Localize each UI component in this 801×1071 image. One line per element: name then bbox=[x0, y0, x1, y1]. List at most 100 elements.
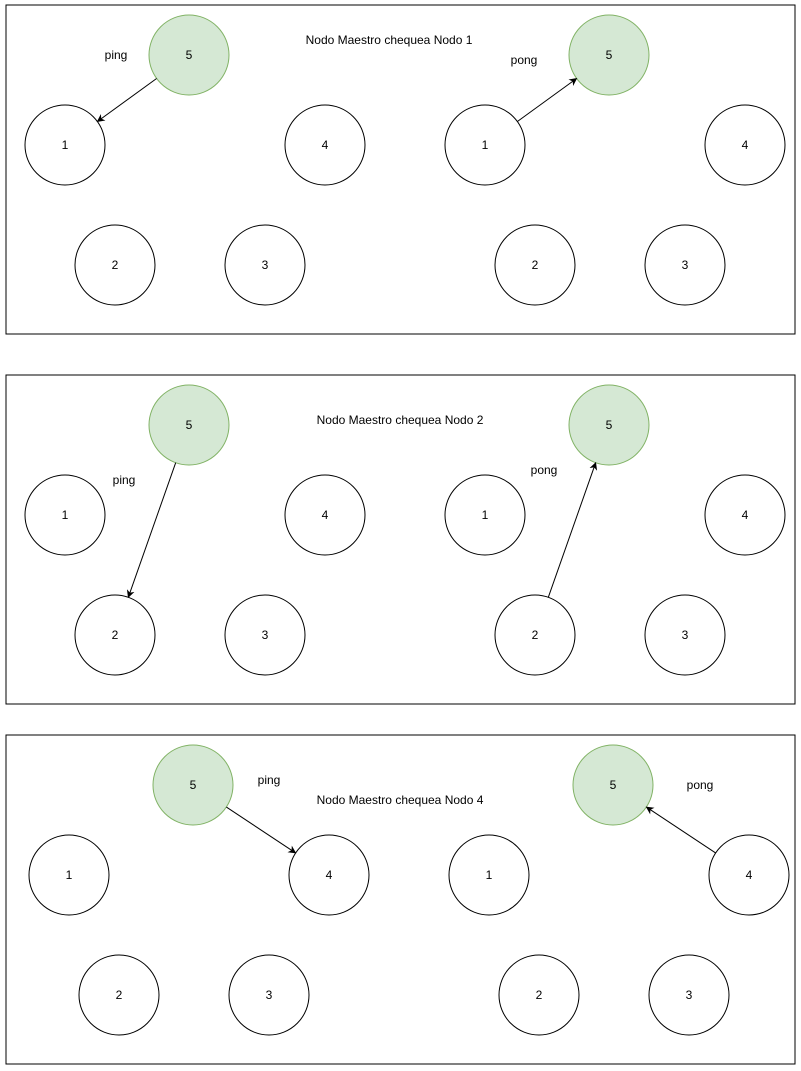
node-circle bbox=[644, 594, 726, 676]
node-4: 4 bbox=[704, 104, 786, 186]
node-circle bbox=[74, 594, 156, 676]
node-1: 1 bbox=[24, 104, 106, 186]
node-4: 4 bbox=[704, 474, 786, 556]
node-label: 3 bbox=[686, 988, 693, 1002]
ping-arrow bbox=[126, 462, 177, 599]
node-label: 3 bbox=[266, 988, 273, 1002]
node-label: 4 bbox=[326, 868, 333, 882]
node-3: 3 bbox=[648, 954, 730, 1036]
node-label: 5 bbox=[190, 778, 197, 792]
node-2: 2 bbox=[74, 594, 156, 676]
node-1: 1 bbox=[24, 474, 106, 556]
node-label: 1 bbox=[62, 138, 69, 152]
node-label: 4 bbox=[742, 138, 749, 152]
node-label: 2 bbox=[532, 628, 539, 642]
right-scenario: 5 1 4 2 3 pong bbox=[444, 384, 786, 676]
node-circle bbox=[78, 954, 160, 1036]
node-circle bbox=[284, 104, 366, 186]
master-node-circle bbox=[568, 384, 650, 466]
node-circle bbox=[708, 834, 790, 916]
node-circle bbox=[704, 474, 786, 556]
master-node: 5 bbox=[148, 384, 230, 466]
node-label: 4 bbox=[322, 508, 329, 522]
master-node-circle bbox=[152, 744, 234, 826]
master-node-circle bbox=[572, 744, 654, 826]
node-1: 1 bbox=[448, 834, 530, 916]
master-node: 5 bbox=[148, 14, 230, 96]
node-label: 1 bbox=[62, 508, 69, 522]
node-label: 4 bbox=[742, 508, 749, 522]
node-label: 2 bbox=[532, 258, 539, 272]
node-label: 3 bbox=[682, 258, 689, 272]
master-node: 5 bbox=[572, 744, 654, 826]
node-label: 2 bbox=[116, 988, 123, 1002]
node-2: 2 bbox=[74, 224, 156, 306]
node-1: 1 bbox=[28, 834, 110, 916]
panel-title: Nodo Maestro chequea Nodo 2 bbox=[317, 413, 484, 427]
node-circle bbox=[228, 954, 310, 1036]
node-label: 4 bbox=[322, 138, 329, 152]
panel-3: Nodo Maestro chequea Nodo 4 5 1 4 2 3 ping 5 1 4 2… bbox=[5, 734, 796, 1065]
node-label: 3 bbox=[682, 628, 689, 642]
node-label: 3 bbox=[262, 628, 269, 642]
node-circle bbox=[448, 834, 530, 916]
pong-label: pong bbox=[511, 53, 538, 67]
node-4: 4 bbox=[708, 834, 790, 916]
panel-title: Nodo Maestro chequea Nodo 1 bbox=[306, 33, 473, 47]
node-circle bbox=[224, 224, 306, 306]
ping-arrow bbox=[226, 806, 297, 854]
node-2: 2 bbox=[494, 224, 576, 306]
node-4: 4 bbox=[284, 104, 366, 186]
node-4: 4 bbox=[284, 474, 366, 556]
node-circle bbox=[648, 954, 730, 1036]
pong-arrow bbox=[517, 78, 578, 122]
node-circle bbox=[498, 954, 580, 1036]
node-label: 5 bbox=[606, 48, 613, 62]
ping-label: ping bbox=[258, 773, 281, 787]
pong-label: pong bbox=[687, 778, 714, 792]
master-node-circle bbox=[568, 14, 650, 96]
master-node: 5 bbox=[152, 744, 234, 826]
node-circle bbox=[224, 594, 306, 676]
left-scenario: 5 1 4 2 3 ping bbox=[28, 744, 370, 1036]
node-1: 1 bbox=[444, 104, 526, 186]
node-circle bbox=[704, 104, 786, 186]
node-circle bbox=[444, 474, 526, 556]
node-3: 3 bbox=[644, 224, 726, 306]
master-node-circle bbox=[148, 384, 230, 466]
node-2: 2 bbox=[498, 954, 580, 1036]
panel-1: Nodo Maestro chequea Nodo 1 5 1 4 2 3 ping 5 1 4 2… bbox=[5, 4, 796, 335]
pong-arrow bbox=[547, 461, 598, 598]
node-circle bbox=[288, 834, 370, 916]
pong-arrow bbox=[645, 806, 716, 854]
node-label: 1 bbox=[482, 138, 489, 152]
node-label: 5 bbox=[186, 418, 193, 432]
node-label: 5 bbox=[606, 418, 613, 432]
node-circle bbox=[24, 474, 106, 556]
right-scenario: 5 1 4 2 3 pong bbox=[448, 744, 790, 1036]
node-label: 5 bbox=[186, 48, 193, 62]
panel-title: Nodo Maestro chequea Nodo 4 bbox=[317, 793, 484, 807]
master-node: 5 bbox=[568, 14, 650, 96]
node-circle bbox=[444, 104, 526, 186]
node-circle bbox=[494, 594, 576, 676]
master-node-circle bbox=[148, 14, 230, 96]
right-scenario: 5 1 4 2 3 pong bbox=[444, 14, 786, 306]
node-3: 3 bbox=[644, 594, 726, 676]
node-2: 2 bbox=[78, 954, 160, 1036]
node-label: 4 bbox=[746, 868, 753, 882]
pong-label: pong bbox=[531, 463, 558, 477]
node-label: 2 bbox=[536, 988, 543, 1002]
node-circle bbox=[28, 834, 110, 916]
node-circle bbox=[284, 474, 366, 556]
node-label: 2 bbox=[112, 628, 119, 642]
node-label: 1 bbox=[482, 508, 489, 522]
node-circle bbox=[494, 224, 576, 306]
ping-label: ping bbox=[105, 48, 128, 62]
node-label: 2 bbox=[112, 258, 119, 272]
node-label: 1 bbox=[486, 868, 493, 882]
